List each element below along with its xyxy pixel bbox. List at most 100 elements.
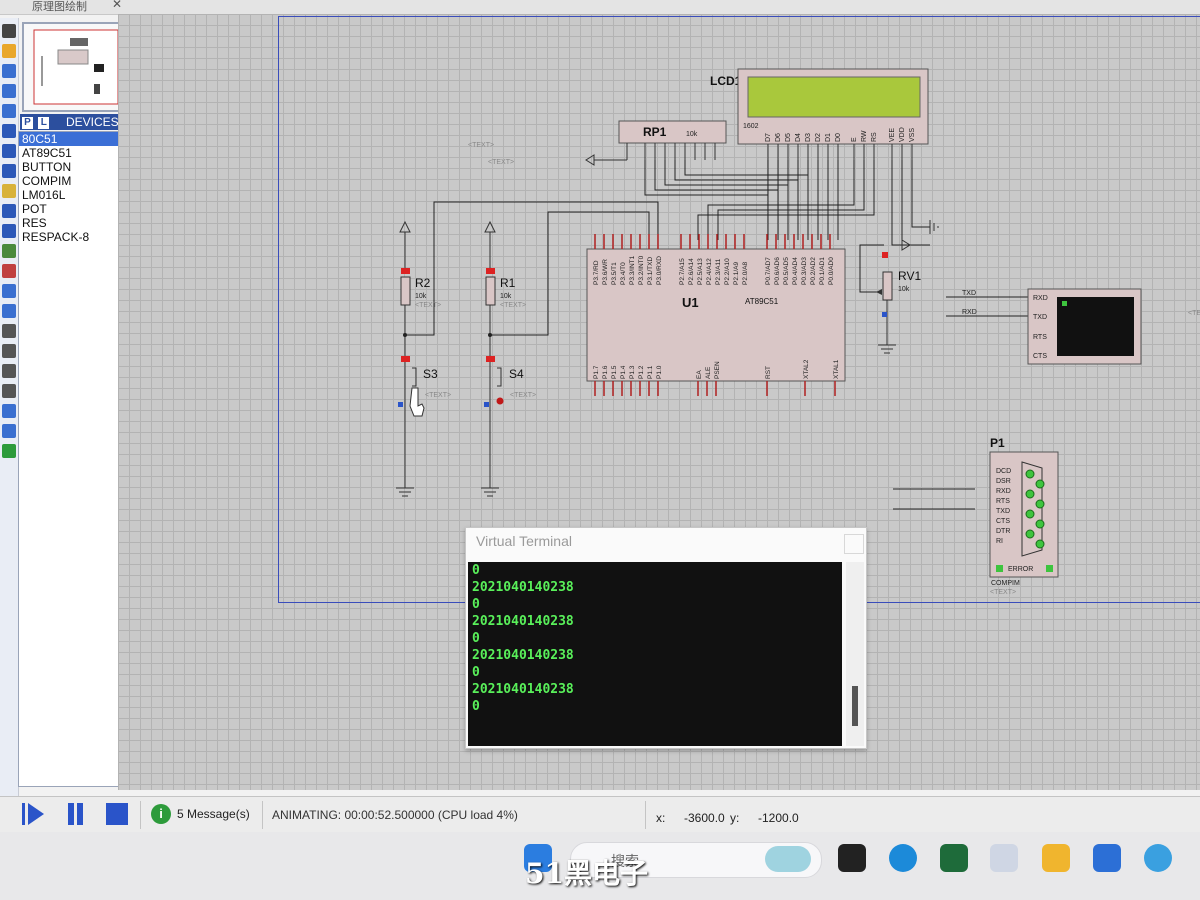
device-item-compim[interactable]: COMPIM: [22, 174, 72, 188]
terminal-line: 0: [472, 597, 480, 612]
terminal-output[interactable]: 0 2021040140238 0 2021040140238 0 202104…: [468, 562, 842, 746]
voltage-probe-icon[interactable]: [2, 264, 16, 278]
wire-label-icon[interactable]: [2, 84, 16, 98]
r2-body: [400, 276, 411, 306]
taskbar-search[interactable]: 搜索: [570, 842, 822, 878]
start-windows-icon[interactable]: [524, 844, 552, 872]
lcd1-pin-d0: D0: [835, 133, 842, 142]
component-mode-icon[interactable]: [2, 44, 16, 58]
lcd1-model: 1602: [743, 123, 759, 130]
s4-body: [497, 367, 502, 387]
lcd1-pin-d1: D1: [825, 133, 832, 142]
u1-pin-p27: P2.7/A15: [679, 258, 686, 285]
lcd1-component[interactable]: LCD1 1602 D7 D6 D5 D4 D3 D2 D1 D0 E RW R…: [710, 68, 929, 160]
u1-pin-p20: P2.0/A8: [742, 261, 749, 285]
u1-pin-p17: P1.7: [593, 365, 600, 379]
lcd1-pin-vee: VEE: [889, 128, 896, 142]
u1-pin-p23: P2.3/A11: [715, 258, 722, 285]
phone-link-icon[interactable]: [1093, 844, 1121, 872]
virtual-terminal-window[interactable]: Virtual Terminal 0 2021040140238 0 20210…: [465, 527, 867, 749]
r1-junction: [488, 333, 492, 337]
rv1-ref: RV1: [898, 269, 921, 283]
p1-compim-component[interactable]: P1 DCD DSR RXD RTS TXD CTS DTR RI ERROR …: [893, 436, 1059, 587]
tape-recorder-icon[interactable]: [2, 224, 16, 238]
pick-device-button[interactable]: P: [22, 117, 33, 129]
r1-s4-branch[interactable]: R1 10k S4: [481, 220, 524, 497]
devices-list[interactable]: 80C51 AT89C51 BUTTON COMPIM LM016L POT R…: [18, 131, 126, 787]
device-item-80c51[interactable]: 80C51: [19, 132, 125, 146]
box-draw-icon[interactable]: [2, 344, 16, 358]
animation-status: ANIMATING: 00:00:52.500000 (CPU load 4%): [272, 808, 518, 822]
u1-bottom-pin-stubs: [594, 381, 836, 396]
rp1-value: 10k: [686, 131, 698, 138]
s4-ground: [481, 487, 499, 497]
p1-pin-labels: DCD DSR RXD RTS TXD CTS DTR RI: [996, 468, 1011, 545]
scrollbar-thumb[interactable]: [852, 686, 858, 726]
device-item-res[interactable]: RES: [22, 216, 47, 230]
search-text: 搜索: [611, 853, 639, 869]
device-item-respack-8[interactable]: RESPACK-8: [22, 230, 90, 244]
u1-component[interactable]: U1 AT89C51 P3.7/RD P3.6/WR P3.5/T1 P3.4/…: [586, 234, 846, 396]
text-draw-icon[interactable]: [2, 444, 16, 458]
u1-pin-p32: P3.2/INT0: [638, 255, 645, 285]
terminal-icon[interactable]: [2, 164, 16, 178]
virtual-terminal-instrument[interactable]: TXD RXD RXD TXD RTS CTS: [946, 288, 1142, 365]
rv1-component[interactable]: RV1 10k: [859, 244, 921, 354]
device-item-lm016l[interactable]: LM016L: [22, 188, 66, 202]
maximize-button[interactable]: [844, 534, 864, 554]
library-manager-button[interactable]: L: [38, 117, 50, 129]
device-item-at89c51[interactable]: AT89C51: [22, 146, 72, 160]
left-toolbar: [0, 18, 19, 798]
u1-pin-p35: P3.5/T1: [611, 262, 618, 285]
lcd1-screen: [747, 76, 921, 118]
circle-draw-icon[interactable]: [2, 364, 16, 378]
arc-draw-icon[interactable]: [2, 384, 16, 398]
terminal-line: 2021040140238: [472, 580, 574, 595]
file-explorer-icon[interactable]: [1042, 844, 1070, 872]
text-script-icon[interactable]: [2, 104, 16, 118]
tab-schematic-capture[interactable]: 原理图绘制: [32, 1, 87, 13]
pause-icon[interactable]: [68, 803, 88, 825]
mirror-icon[interactable]: [2, 424, 16, 438]
vt-pin-cts: CTS: [1033, 353, 1047, 360]
subcircuit-icon[interactable]: [2, 144, 16, 158]
app-icon[interactable]: [1144, 844, 1172, 872]
line-draw-icon[interactable]: [2, 324, 16, 338]
info-icon[interactable]: i: [151, 804, 171, 824]
terminal-line: 2021040140238: [472, 614, 574, 629]
junction-dot-icon[interactable]: [2, 64, 16, 78]
rp1-component[interactable]: RP1 10k: [585, 120, 727, 166]
terminal-scrollbar[interactable]: [846, 562, 864, 746]
generator-icon[interactable]: [2, 244, 16, 258]
wire-label-txd: TXD: [962, 290, 976, 297]
stop-icon[interactable]: [106, 803, 128, 825]
proteus-app-icon[interactable]: [990, 844, 1018, 872]
messages-count[interactable]: 5 Message(s): [177, 807, 250, 821]
lcd1-ref: LCD1: [710, 74, 742, 88]
current-probe-icon[interactable]: [2, 284, 16, 298]
play-icon[interactable]: [22, 803, 44, 825]
bus-icon[interactable]: [2, 124, 16, 138]
virtual-instrument-icon[interactable]: [2, 304, 16, 318]
edge-browser-icon[interactable]: [889, 844, 917, 872]
r2-s3-branch[interactable]: R2 10k S3: [396, 220, 438, 497]
u1-pin-p06: P0.6/AD6: [774, 257, 781, 285]
overview-window[interactable]: [22, 22, 129, 112]
device-pin-icon[interactable]: [2, 184, 16, 198]
keil-app-icon[interactable]: [940, 844, 968, 872]
terminal-line: 0: [472, 699, 480, 714]
selection-mode-icon[interactable]: [2, 24, 16, 38]
u1-pin-p33: P3.3/INT1: [629, 255, 636, 285]
rotate-icon[interactable]: [2, 404, 16, 418]
watermark: 51黑电子: [525, 857, 648, 890]
device-item-button[interactable]: BUTTON: [22, 160, 72, 174]
u1-pin-xtal2: XTAL2: [803, 359, 810, 379]
task-view-icon[interactable]: [838, 844, 866, 872]
terminal-line: 0: [472, 665, 480, 680]
u1-pin-p21: P2.1/A9: [733, 261, 740, 285]
tab-close-icon[interactable]: ✕: [112, 0, 123, 11]
u1-pin-p15: P1.5: [611, 365, 618, 379]
graph-icon[interactable]: [2, 204, 16, 218]
s3-body: [412, 367, 417, 387]
device-item-pot[interactable]: POT: [22, 202, 47, 216]
